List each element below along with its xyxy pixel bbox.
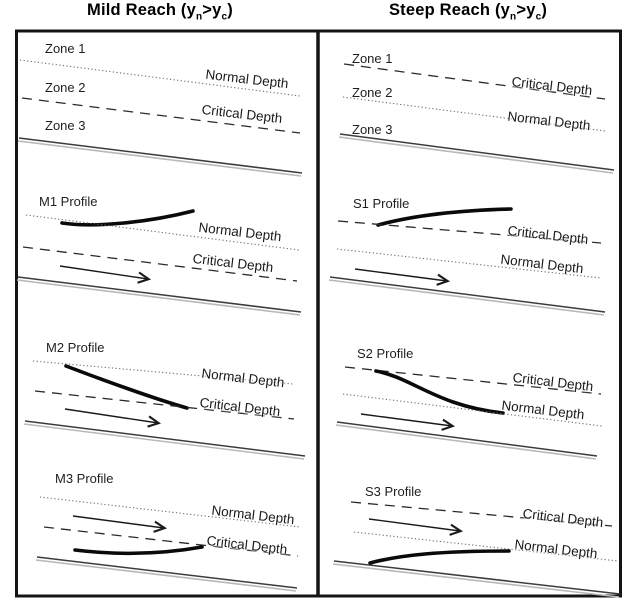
s3-bed-shadow: [332, 563, 620, 598]
steep-zone1-label: Zone 1: [352, 51, 393, 66]
m2-critical-depth-line: [34, 390, 295, 420]
s2-profile-curve: [374, 369, 505, 415]
steep-title-gt: >y: [516, 1, 536, 19]
steep-zones-bed-shadow: [338, 136, 614, 174]
m3-profile-curve: [73, 545, 204, 556]
s1-bed-line: [329, 276, 606, 313]
steep-zones-critical-depth-line: [343, 63, 606, 100]
steep-zones-bed-line: [339, 133, 615, 171]
s1-flow-arrow: [354, 268, 451, 286]
s3-bed-line: [333, 560, 621, 595]
s2-profile-label: S2 Profile: [357, 346, 414, 361]
s3-profile-curve: [368, 549, 511, 565]
mild-zones-bed-line: [18, 137, 303, 174]
s2-bed-shadow: [335, 424, 597, 460]
m2-flow-arrow: [64, 408, 162, 428]
m2-profile-label: M2 Profile: [46, 340, 105, 355]
s2-bed-line: [336, 421, 598, 457]
s3-profile-label: S3 Profile: [365, 484, 422, 499]
mild-title-gt: >y: [202, 1, 222, 19]
s1-bed-shadow: [328, 279, 605, 316]
mild-zones-bed-shadow: [17, 140, 302, 177]
m1-bed-line: [17, 276, 302, 313]
s2-flow-arrow: [360, 413, 456, 431]
m2-normal-depth-line: [32, 360, 294, 385]
mild-zone3-label: Zone 3: [45, 118, 86, 133]
m3-flow-arrow: [72, 515, 168, 533]
m1-bed-shadow: [16, 279, 301, 316]
s1-normal-depth-line: [336, 248, 602, 279]
m3-bed-shadow: [35, 559, 297, 592]
mild-reach-title: Mild Reach (yn>yc): [10, 1, 310, 25]
m2-bed-line: [24, 420, 306, 457]
m2-bed-shadow: [23, 423, 305, 460]
mild-title-sub-n: n: [195, 11, 203, 23]
m3-normal-depth-line: [39, 496, 301, 528]
mild-title-close: ): [227, 1, 233, 19]
steep-zone2-label: Zone 2: [352, 85, 393, 100]
s3-normal-depth-line: [353, 531, 619, 562]
s1-profile-curve: [376, 207, 513, 227]
m3-critical-depth-line: [43, 526, 299, 557]
m1-flow-arrow: [59, 265, 152, 284]
mild-zone2-label: Zone 2: [45, 80, 86, 95]
m3-profile-label: M3 Profile: [55, 471, 114, 486]
s1-profile-label: S1 Profile: [353, 196, 410, 211]
mild-zones-normal-depth-line: [19, 59, 301, 97]
mild-title-text: Mild Reach (y: [87, 1, 196, 19]
s3-flow-arrow: [368, 518, 464, 536]
m1-profile-label: M1 Profile: [39, 194, 98, 209]
steep-zones-normal-depth-line: [342, 96, 606, 132]
steep-zone3-label: Zone 3: [352, 122, 393, 137]
m1-critical-depth-line: [22, 246, 298, 282]
s2-critical-depth-line: [344, 366, 602, 395]
mild-zone1-label: Zone 1: [45, 41, 86, 56]
m3-bed-line: [36, 556, 298, 589]
mild-zones-critical-depth-line: [21, 97, 301, 134]
steep-title-sub-c: c: [535, 11, 542, 23]
steep-title-close: ): [541, 1, 548, 19]
s1-critical-depth-line: [337, 220, 602, 244]
s3-critical-depth-line: [350, 501, 613, 527]
m1-profile-curve: [60, 209, 195, 227]
s2-normal-depth-line: [342, 393, 603, 427]
m1-normal-depth-line: [25, 214, 300, 251]
m2-profile-curve: [64, 364, 189, 410]
steep-title-sub-n: n: [510, 11, 517, 23]
steep-reach-title: Steep Reach (yn>yc): [318, 1, 618, 25]
mild-title-sub-c: c: [221, 11, 228, 23]
steep-title-text: Steep Reach (y: [388, 1, 511, 19]
